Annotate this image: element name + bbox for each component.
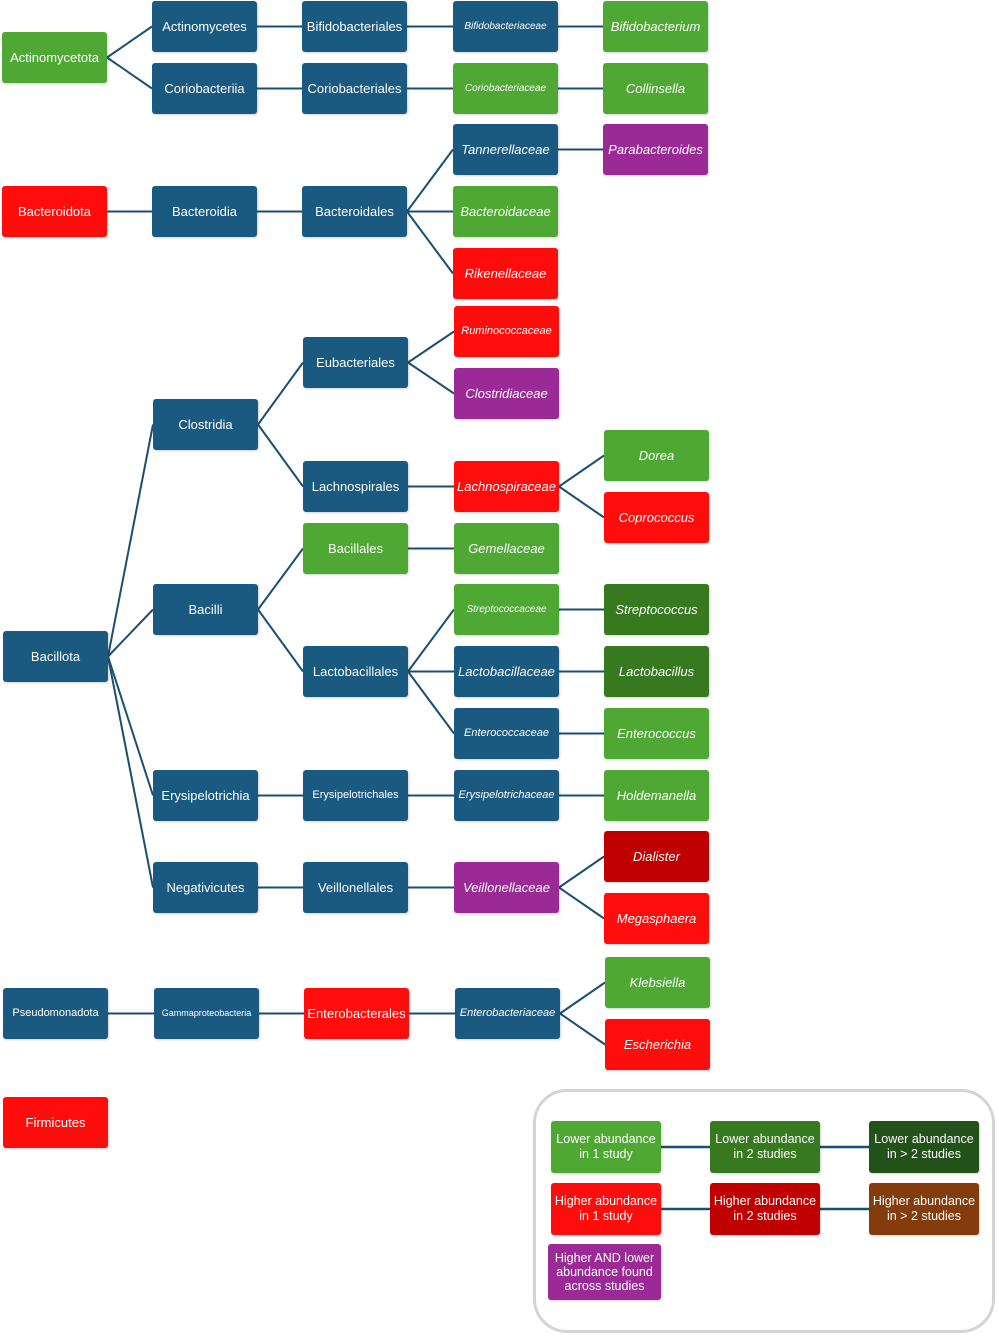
node-veillonellales: Veillonellales	[303, 862, 408, 913]
node-holdemanella: Holdemanella	[604, 770, 709, 821]
node-veillonellaceae: Veillonellaceae	[454, 862, 559, 913]
legend-label-line: abundance found	[556, 1265, 653, 1279]
node-bacteroidales: Bacteroidales	[302, 186, 407, 237]
node-lactobacillales: Lactobacillales	[303, 646, 408, 697]
node-coriobacteriales: Coriobacteriales	[302, 63, 407, 114]
edge-bacillota-bacilli	[107, 608, 154, 658]
node-bifidobacteriales: Bifidobacteriales	[302, 1, 407, 52]
node-erysipelotrichaceae: Erysipelotrichaceae	[454, 770, 559, 821]
edge-eubacteriales-clostridiaceae	[407, 361, 455, 395]
node-streptococcaceae: Streptococcaceae	[454, 584, 559, 635]
node-actinomycetota: Actinomycetota	[2, 32, 107, 83]
node-dialister: Dialister	[604, 831, 709, 882]
node-bacillales: Bacillales	[303, 523, 408, 574]
legend-label-line: in 1 study	[579, 1209, 633, 1223]
node-coriobacteriia: Coriobacteriia	[152, 63, 257, 114]
legend-label-line: Lower abundance	[715, 1132, 815, 1146]
edge-bacteroidales-rikenellaceae	[406, 210, 454, 275]
legend-label-line: in 2 studies	[733, 1209, 797, 1223]
node-eubacteriales: Eubacteriales	[303, 337, 408, 388]
node-lachnospirales: Lachnospirales	[303, 461, 408, 512]
node-actinomycetes: Actinomycetes	[152, 1, 257, 52]
edge-clostridia-lachnospirales	[257, 423, 304, 488]
edge-clostridia-eubacteriales	[257, 361, 304, 426]
node-pseudomonadota: Pseudomonadota	[3, 988, 108, 1039]
node-lactobacillaceae: Lactobacillaceae	[454, 646, 559, 697]
node-clostridia: Clostridia	[153, 399, 258, 450]
edge-enterobacteriaceae-klebsiella	[559, 981, 606, 1015]
node-bacteroidaceae: Bacteroidaceae	[453, 186, 558, 237]
node-gemellaceae: Gemellaceae	[454, 523, 559, 574]
legend-label-line: across studies	[564, 1279, 645, 1293]
node-parabacteroides: Parabacteroides	[603, 124, 708, 175]
node-erysipelotrichales: Erysipelotrichales	[303, 770, 408, 821]
legend-label-line: Higher AND lower	[554, 1251, 655, 1265]
edge-enterobacteriaceae-escherichia	[559, 1012, 606, 1046]
edge-actinomycetota-actinomycetes	[106, 25, 153, 59]
node-rikenellaceae: Rikenellaceae	[453, 248, 558, 299]
legend-label-line: in 2 studies	[733, 1147, 797, 1161]
node-bifidobacteriaceae: Bifidobacteriaceae	[453, 1, 558, 52]
node-klebsiella: Klebsiella	[605, 957, 710, 1008]
edge-lactobacillales-enterococcaceae	[407, 670, 455, 735]
legend-label-line: in 1 study	[579, 1147, 633, 1161]
node-clostridiaceae: Clostridiaceae	[454, 368, 559, 419]
legend-label-line: in > 2 studies	[886, 1209, 961, 1223]
node-coprococcus: Coprococcus	[604, 492, 709, 543]
node-lactobacillus: Lactobacillus	[604, 646, 709, 697]
legend-label-line: in > 2 studies	[886, 1147, 961, 1161]
node-bacilli: Bacilli	[153, 584, 258, 635]
edge-veillonellaceae-dialister	[558, 855, 605, 889]
edge-actinomycetota-coriobacteriia	[106, 56, 153, 90]
node-enterobacterales: Enterobacterales	[304, 988, 409, 1039]
node-negativicutes: Negativicutes	[153, 862, 258, 913]
edge-bacilli-bacillales	[257, 547, 304, 611]
legend-label-line: Higher abundance	[872, 1194, 976, 1208]
node-enterococcus: Enterococcus	[604, 708, 709, 759]
node-lachnospiraceae: Lachnospiraceae	[454, 461, 559, 512]
node-bacteroidia: Bacteroidia	[152, 186, 257, 237]
legend-label-line: Higher abundance	[554, 1194, 658, 1208]
node-collinsella: Collinsella	[603, 63, 708, 114]
edge-eubacteriales-ruminococcaceae	[407, 330, 455, 364]
edge-bacillota-erysipelotrichia	[107, 656, 154, 796]
node-gammaproteobacteria: Gammaproteobacteria	[154, 988, 259, 1039]
node-bifidobacterium: Bifidobacterium	[603, 1, 708, 52]
edge-bacteroidales-tannerellaceae	[406, 148, 454, 213]
edge-lactobacillales-streptococcaceae	[407, 608, 455, 673]
node-bacillota: Bacillota	[3, 631, 108, 682]
legend-label-line: Lower abundance	[874, 1132, 974, 1146]
legend-label-line: Lower abundance	[556, 1132, 656, 1146]
node-firmicutes: Firmicutes	[3, 1097, 108, 1148]
edge-veillonellaceae-megasphaera	[558, 886, 605, 920]
node-erysipelotrichia: Erysipelotrichia	[153, 770, 258, 821]
node-enterobacteriaceae: Enterobacteriaceae	[455, 988, 560, 1039]
edge-lachnospiraceae-coprococcus	[558, 485, 605, 519]
node-enterococcaceae: Enterococcaceae	[454, 708, 559, 759]
node-megasphaera: Megasphaera	[604, 893, 709, 944]
node-coriobacteriaceae: Coriobacteriaceae	[453, 63, 558, 114]
node-ruminococcaceae: Ruminococcaceae	[454, 306, 559, 357]
node-tannerellaceae: Tannerellaceae	[453, 124, 558, 175]
edge-bacillota-negativicutes	[107, 656, 154, 888]
legend-label-line: Higher abundance	[713, 1194, 817, 1208]
edge-bacilli-lactobacillales	[257, 608, 304, 673]
edge-lachnospiraceae-dorea	[558, 454, 605, 488]
node-escherichia: Escherichia	[605, 1019, 710, 1070]
edge-bacillota-clostridia	[107, 424, 154, 657]
node-streptococcus: Streptococcus	[604, 584, 709, 635]
node-dorea: Dorea	[604, 430, 709, 481]
node-bacteroidota: Bacteroidota	[2, 186, 107, 237]
